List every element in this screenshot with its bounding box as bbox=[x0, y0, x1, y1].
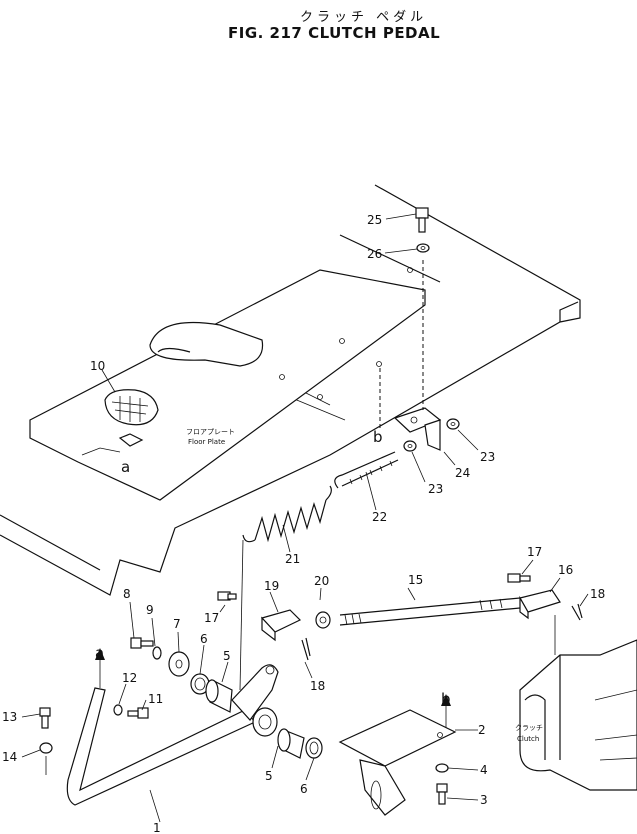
washer-9 bbox=[152, 646, 162, 660]
callout-6-upper: 6 bbox=[200, 632, 208, 646]
callout-17-left: 17 bbox=[204, 611, 219, 625]
bushing-6-lower bbox=[305, 737, 323, 759]
cotter-pin-left bbox=[301, 637, 311, 661]
nut-lower bbox=[403, 440, 417, 452]
bolt-17-right bbox=[507, 573, 531, 583]
callout-9: 9 bbox=[146, 603, 154, 617]
ref-b-bracket: b bbox=[441, 690, 451, 708]
callout-2: 2 bbox=[478, 723, 486, 737]
clutch-housing bbox=[519, 639, 637, 791]
ref-b-floor: b bbox=[373, 428, 383, 446]
sleeve-5-upper bbox=[205, 679, 233, 713]
cotter-pin-right bbox=[571, 603, 583, 621]
clutch-label-en: Clutch bbox=[517, 735, 539, 743]
disc-7 bbox=[168, 651, 190, 677]
floor-plate-label-en: Floor Plate bbox=[188, 438, 225, 446]
callout-6-lower: 6 bbox=[300, 782, 308, 796]
callout-13: 13 bbox=[2, 710, 17, 724]
callout-3: 3 bbox=[480, 793, 488, 807]
callout-12: 12 bbox=[122, 671, 137, 685]
callout-7: 7 bbox=[173, 617, 181, 631]
callout-22: 22 bbox=[372, 510, 387, 524]
eye-rod bbox=[334, 451, 399, 489]
ref-a-floor: a bbox=[121, 458, 130, 476]
callout-20: 20 bbox=[314, 574, 329, 588]
callout-10: 10 bbox=[90, 359, 105, 373]
callout-1: 1 bbox=[153, 821, 161, 834]
bolt-8 bbox=[130, 637, 154, 649]
clevis-16 bbox=[519, 589, 561, 620]
linkage-rod bbox=[339, 597, 521, 626]
arrow-b-lower bbox=[441, 694, 451, 706]
floor-plate-label-jp: フロアプレート bbox=[186, 428, 235, 436]
bolt-3 bbox=[436, 783, 448, 805]
callout-26: 26 bbox=[367, 247, 382, 261]
callout-23-upper: 23 bbox=[480, 450, 495, 464]
clutch-label-jp: クラッチ bbox=[515, 724, 543, 732]
bolt-top bbox=[415, 207, 429, 233]
callout-8: 8 bbox=[123, 587, 131, 601]
callout-18-left: 18 bbox=[310, 679, 325, 693]
callout-24: 24 bbox=[455, 466, 470, 480]
callout-16: 16 bbox=[558, 563, 573, 577]
arrow-a-upper bbox=[95, 648, 105, 660]
title-japanese: クラッチ ペダル bbox=[300, 10, 428, 25]
callout-25: 25 bbox=[367, 213, 382, 227]
leader-lines bbox=[21, 213, 589, 823]
washer-top bbox=[416, 243, 430, 253]
pedal-lever bbox=[66, 664, 279, 806]
callout-5-lower: 5 bbox=[265, 769, 273, 783]
callout-11: 11 bbox=[148, 692, 163, 706]
pedal-bracket bbox=[338, 709, 457, 816]
bolt-13 bbox=[39, 707, 51, 729]
bolt-17-left bbox=[217, 591, 237, 601]
callout-5-upper: 5 bbox=[223, 649, 231, 663]
sleeve-5-lower bbox=[277, 728, 305, 759]
washer-4 bbox=[435, 763, 449, 773]
nut-20 bbox=[315, 611, 331, 629]
callout-21: 21 bbox=[285, 552, 300, 566]
spring bbox=[239, 485, 332, 691]
pedal-pad-cover bbox=[104, 389, 159, 447]
callout-18-right: 18 bbox=[590, 587, 605, 601]
callout-4: 4 bbox=[480, 763, 488, 777]
callout-14: 14 bbox=[2, 750, 17, 764]
nut-14 bbox=[39, 742, 53, 754]
callout-15: 15 bbox=[408, 573, 423, 587]
washer-12 bbox=[113, 704, 123, 716]
callout-17-right: 17 bbox=[527, 545, 542, 559]
nut-upper bbox=[446, 418, 460, 430]
callout-23-lower: 23 bbox=[428, 482, 443, 496]
figure-title: FIG. 217 CLUTCH PEDAL bbox=[228, 24, 441, 42]
ref-a-pedal: a bbox=[95, 644, 104, 662]
bracket bbox=[393, 407, 442, 451]
clevis-19 bbox=[260, 609, 302, 642]
callout-19: 19 bbox=[264, 579, 279, 593]
bolt-11 bbox=[127, 707, 149, 719]
